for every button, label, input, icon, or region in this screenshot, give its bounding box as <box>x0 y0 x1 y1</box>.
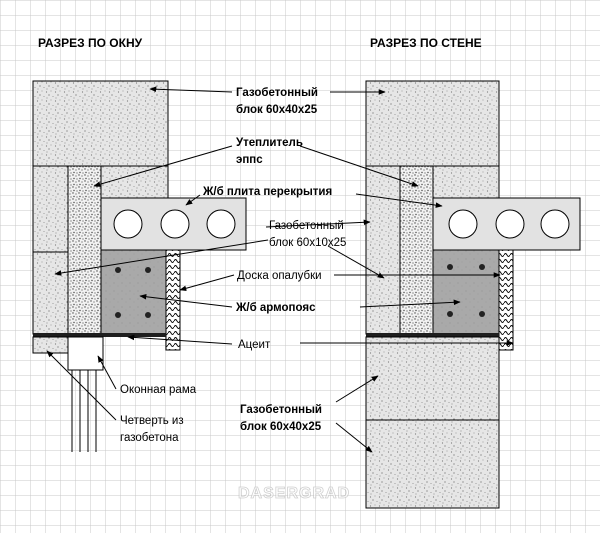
label-formwork-board: Доска опалубки <box>237 270 322 282</box>
label-bottom-aerated-block: Газобетонный <box>240 404 322 416</box>
slab-void <box>113 209 143 239</box>
rebar <box>145 267 151 273</box>
wall-section-heading: РАЗРЕЗ ПО СТЕНЕ <box>370 36 482 50</box>
rebar <box>115 312 121 318</box>
ring-beam <box>432 249 500 335</box>
label-insulation-type: эппс <box>236 154 263 166</box>
window-frame <box>67 336 104 371</box>
insulation-strip <box>399 165 434 335</box>
rebar <box>115 267 121 273</box>
rebar <box>479 311 485 317</box>
window-section-heading: РАЗРЕЗ ПО ОКНУ <box>38 36 143 50</box>
ring-beam <box>100 249 167 335</box>
rebar <box>479 264 485 270</box>
leader-lines <box>46 86 514 453</box>
aceite-membrane <box>366 333 499 337</box>
top-aerated-block <box>365 80 500 167</box>
insulation-strip <box>67 165 102 335</box>
label-aerated-block: Газобетонный <box>236 87 318 99</box>
label-aerated-block-size: блок 60х40х25 <box>236 104 318 116</box>
slab-void <box>540 209 570 239</box>
label-insulation: Утеплитель <box>236 137 303 149</box>
label-bottom-aerated-block-size: блок 60х40х25 <box>240 421 322 433</box>
outer-aerated-block <box>365 165 401 335</box>
label-ring-beam: Ж/б армопояс <box>235 302 316 314</box>
outer-aerated-block <box>32 165 69 253</box>
slab-void <box>448 209 478 239</box>
inner-aerated-block <box>100 165 169 199</box>
rebar <box>145 312 151 318</box>
aceite-membrane <box>33 333 166 337</box>
label-quarter-material: газобетона <box>120 432 179 444</box>
watermark: DASERGRAD <box>238 485 350 502</box>
label-floor-slab: Ж/б плита перекрытия <box>202 186 332 198</box>
slab-void <box>495 209 525 239</box>
slab-void <box>206 209 236 239</box>
window-section <box>32 80 247 452</box>
formwork-board <box>498 249 514 351</box>
outer-aerated-block-lower <box>32 251 69 335</box>
bottom-aerated-block <box>365 419 500 509</box>
rebar <box>447 311 453 317</box>
wall-section <box>365 80 581 509</box>
label-thin-block-size: блок 60х10х25 <box>269 237 346 249</box>
top-aerated-block <box>32 80 169 167</box>
rebar <box>447 264 453 270</box>
label-window-frame: Оконная рама <box>120 384 197 396</box>
bottom-aerated-block <box>365 336 500 421</box>
label-thin-block: Газобетонный <box>269 220 344 232</box>
quarter-block <box>32 336 69 354</box>
slab-void <box>160 209 190 239</box>
label-quarter: Четверть из <box>120 415 184 427</box>
inner-aerated-block <box>432 165 500 199</box>
label-aceite: Ацеит <box>238 339 271 351</box>
